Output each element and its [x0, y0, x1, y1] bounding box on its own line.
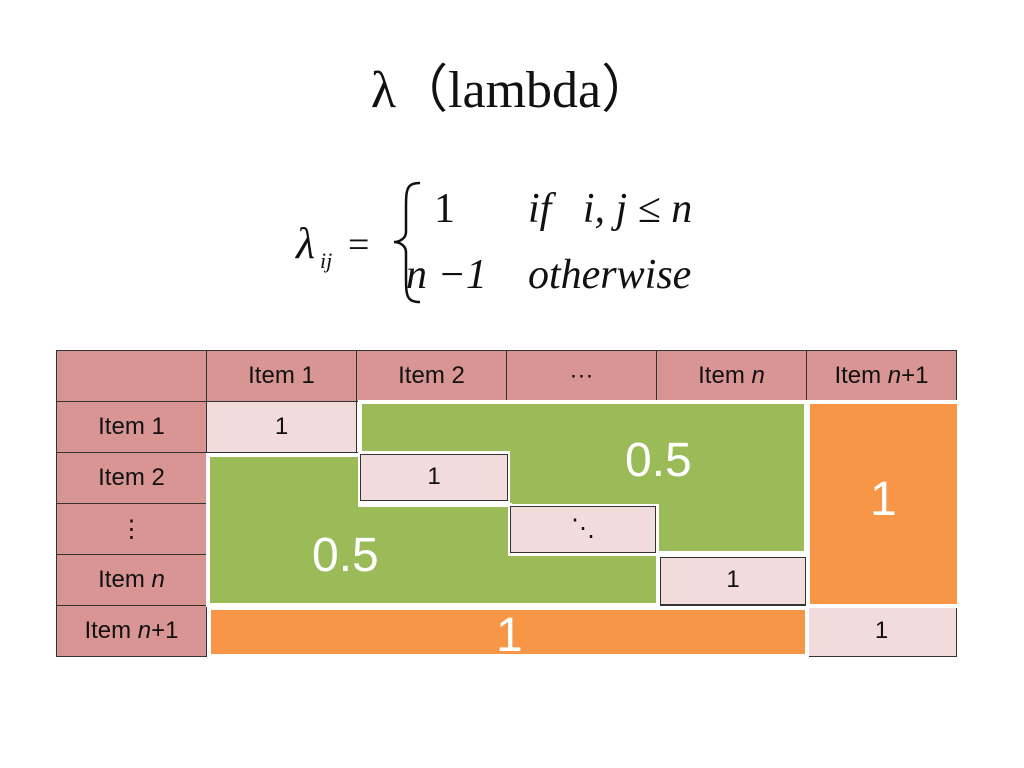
table-row: Item 1 1 [56, 401, 957, 453]
col-header-ellipsis: ··· [506, 350, 657, 402]
case2-value: n −1 [406, 252, 487, 298]
row-header-vertical-ellipsis: ⋮ [56, 503, 207, 555]
table-cell [806, 554, 957, 606]
table-cell [356, 554, 507, 606]
col-header-item-1: Item 1 [206, 350, 357, 402]
lambda-subscript: ij [320, 248, 333, 273]
col-header-item-n: Item n [656, 350, 807, 402]
lambda-symbol: λ [296, 219, 316, 268]
table-cell [356, 503, 507, 555]
equals-sign: = [348, 224, 370, 266]
bottom-row-label: 1 [496, 609, 523, 662]
diagonal-cell: 1 [206, 401, 357, 453]
row-header-item-1: Item 1 [56, 401, 207, 453]
table-cell [656, 503, 807, 555]
table-row: Item n [56, 554, 957, 606]
lower-region-label: 0.5 [312, 529, 379, 582]
diagonal-cell: 1 [806, 605, 957, 657]
table-cell [656, 605, 807, 657]
corner-cell [56, 350, 207, 402]
upper-region-label: 0.5 [625, 434, 692, 487]
table-cell [206, 452, 357, 504]
col-header-item-n-plus-1: Item n+1 [806, 350, 957, 402]
case1-value: 1 [434, 186, 455, 232]
table-cell [806, 401, 957, 453]
table-row: ⋮ [56, 503, 957, 555]
lambda-formula: λ ij = 1 if i, j ≤ n n −1 otherwise [0, 0, 1024, 330]
diagonal-cell-ellipsis: ⋱ [510, 506, 656, 553]
diagonal-cell-item-n: 1 [660, 557, 806, 605]
col-header-item-2: Item 2 [356, 350, 507, 402]
case1-condition: if i, j ≤ n [528, 186, 693, 232]
table-cell [356, 605, 507, 657]
case2-condition: otherwise [528, 252, 692, 298]
row-header-item-n: Item n [56, 554, 207, 606]
left-brace-icon [393, 181, 421, 304]
slide-title: λ（lambda） [370, 62, 654, 119]
table-cell [506, 554, 657, 606]
row-header-item-n-plus-1: Item n+1 [56, 605, 207, 657]
table-cell [356, 401, 507, 453]
diagonal-cell-item-2: 1 [360, 454, 508, 501]
row-header-item-2: Item 2 [56, 452, 207, 504]
table-cell [506, 605, 657, 657]
table-cell [206, 605, 357, 657]
table-header-row: Item 1 Item 2 ··· Item n Item n+1 [56, 350, 957, 402]
right-column-label: 1 [870, 473, 897, 526]
